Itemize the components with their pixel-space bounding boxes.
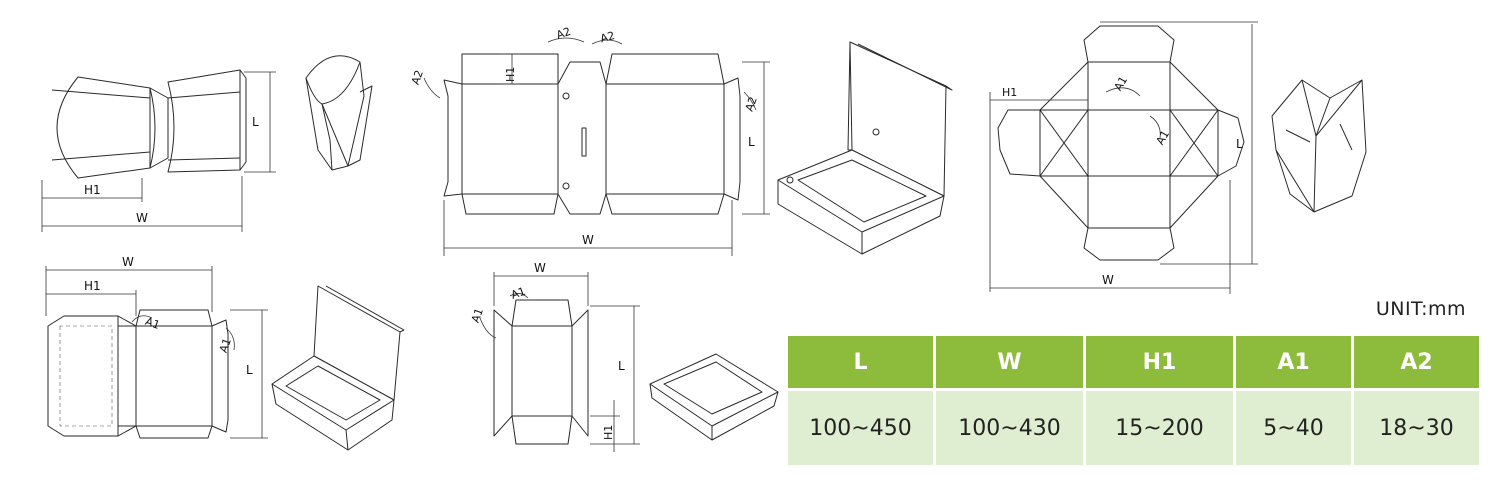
dim-label-w-3: W — [1102, 273, 1114, 287]
3d-shallow-tray — [649, 353, 779, 441]
dim-label-a2-c: A2 — [409, 68, 426, 86]
spec-table-header-row: L W H1 A1 A2 — [788, 336, 1479, 388]
header-a2: A2 — [1354, 336, 1479, 388]
flat-pattern-lid-box — [45, 266, 268, 439]
dim-label-a1-e: A1 — [469, 306, 486, 324]
dim-label-h1-5: H1 — [602, 425, 615, 440]
dim-label-l-4: L — [246, 363, 253, 377]
value-l: 100~450 — [788, 391, 933, 465]
dim-label-h1: H1 — [84, 183, 101, 197]
dim-label-l-5: L — [618, 359, 625, 373]
value-a1: 5~40 — [1236, 391, 1351, 465]
dim-label-a1-d: A1 — [217, 336, 234, 354]
header-a1: A1 — [1236, 336, 1351, 388]
dim-label-l-3: L — [1236, 137, 1243, 151]
unit-label: UNIT:mm — [1375, 298, 1466, 320]
dim-label-a2-a: A2 — [555, 25, 573, 42]
dim-label-a1-a: A1 — [1112, 74, 1131, 93]
spec-table: L W H1 A1 A2 100~450 100~430 15~200 5~40… — [785, 333, 1482, 468]
flat-pattern-open-tray — [479, 272, 640, 452]
dim-label-h1-3: H1 — [1002, 86, 1017, 99]
dim-label-h1-4: H1 — [84, 279, 101, 293]
dim-label-w: W — [136, 211, 148, 225]
flat-pattern-hinged-box — [423, 37, 770, 256]
header-l: L — [788, 336, 933, 388]
dim-label-a2-d: A2 — [743, 95, 760, 113]
dim-label-l: L — [252, 115, 259, 129]
dim-label-w-4: W — [122, 255, 134, 269]
dim-label-a1-c: A1 — [144, 315, 162, 332]
dim-label-w-2: W — [582, 233, 594, 247]
3d-open-lid-box — [271, 285, 405, 451]
value-a2: 18~30 — [1354, 391, 1479, 465]
dim-label-l-2: L — [748, 135, 755, 149]
3d-takeout-box — [1271, 79, 1367, 213]
header-h1: H1 — [1086, 336, 1233, 388]
dim-label-h1-2: H1 — [504, 67, 517, 82]
dim-label-w-5: W — [534, 261, 546, 275]
value-h1: 15~200 — [1086, 391, 1233, 465]
value-w: 100~430 — [936, 391, 1083, 465]
dim-label-a1-b: A1 — [1154, 128, 1173, 147]
flat-pattern-octagonal-box — [989, 21, 1258, 294]
flat-pattern-curved-tray — [41, 69, 276, 232]
3d-hinged-lid-box — [777, 41, 953, 255]
header-w: W — [936, 336, 1083, 388]
3d-curved-tray — [305, 55, 373, 171]
dim-label-a1-f: A1 — [509, 285, 527, 302]
spec-table-value-row: 100~450 100~430 15~200 5~40 18~30 — [788, 391, 1479, 465]
dim-label-a2-b: A2 — [599, 29, 616, 45]
